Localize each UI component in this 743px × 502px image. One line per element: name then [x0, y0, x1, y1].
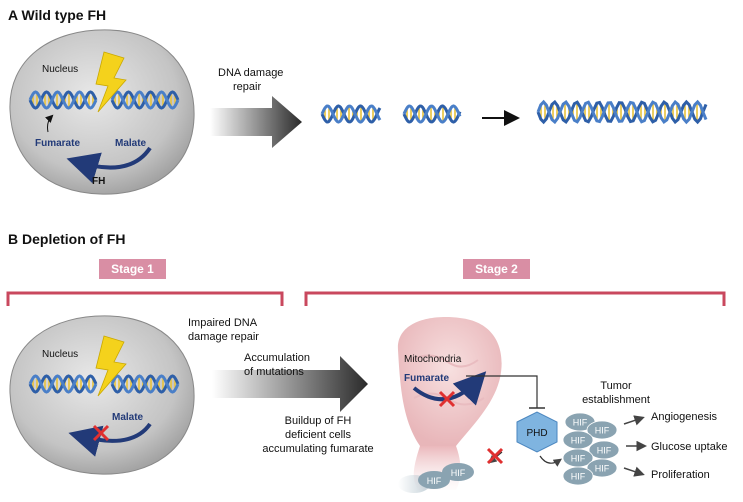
impaired-label-1: Impaired DNA	[188, 317, 258, 329]
repair-label: repair	[233, 81, 261, 93]
hif-molecule: HIF	[586, 458, 618, 478]
inhibition-x-icon	[438, 390, 456, 408]
blocked-fh-arrow-icon	[68, 422, 152, 457]
buildup-label-3: accumulating fumarate	[262, 443, 373, 455]
hif-label: HIF	[595, 426, 610, 436]
hif-label: HIF	[571, 472, 586, 482]
hif-molecule: HIF	[562, 466, 594, 486]
tumor-label-1: Tumor	[600, 380, 632, 392]
stage-2-bracket	[304, 291, 726, 306]
nucleus-b	[9, 315, 195, 475]
dna-repaired-icon	[536, 99, 708, 125]
nucleus-b-label: Nucleus	[42, 349, 78, 360]
accum-label-1: Accumulation	[244, 352, 310, 364]
hif-molecule: HIF	[562, 430, 594, 450]
panel-a-title: A Wild type FH	[8, 7, 106, 23]
nucleus-a-label: Nucleus	[42, 64, 78, 75]
degraded-hif: HIF HIF	[398, 463, 474, 493]
dna-helix-icon	[110, 374, 180, 394]
dna-fragment-icon	[402, 104, 462, 124]
buildup-label-2: deficient cells	[285, 429, 352, 441]
lightning-icon	[95, 335, 127, 397]
outcome-arrow-icon	[623, 415, 645, 426]
hif-label: HIF	[571, 436, 586, 446]
hif-label: HIF	[597, 446, 612, 456]
dna-helix-icon	[28, 90, 98, 110]
lightning-icon	[95, 51, 127, 113]
dna-helix-icon	[110, 90, 180, 110]
big-arrow-b-icon	[212, 356, 368, 412]
fumarate-label-a: Fumarate	[35, 138, 80, 149]
accum-label-2: of mutations	[244, 366, 304, 378]
hif-molecule: HIF	[586, 420, 618, 440]
hif-label: HIF	[571, 454, 586, 464]
inhibition-line	[466, 375, 538, 408]
hif-label: HIF	[427, 476, 442, 486]
hif-label: HIF	[573, 418, 588, 428]
buildup-label-1: Buildup of FH	[285, 415, 352, 427]
mito-fumarate-label: Fumarate	[404, 373, 449, 384]
stage-2-badge	[463, 259, 530, 279]
stage-1-badge	[99, 259, 166, 279]
hif-label: HIF	[451, 468, 466, 478]
stage-2-label: Stage 2	[475, 262, 518, 276]
dna-damage-label: DNA damage	[218, 67, 283, 79]
malate-label-a: Malate	[115, 138, 147, 149]
dna-helix-icon	[28, 374, 98, 394]
outcome-angiogenesis: Angiogenesis	[651, 411, 718, 423]
malate-label-b: Malate	[112, 412, 144, 423]
outcome-arrow-icon	[623, 466, 645, 477]
inhibition-x-icon	[92, 424, 110, 442]
stage-1-label: Stage 1	[111, 262, 154, 276]
phd-label: PHD	[526, 428, 547, 439]
hif-molecule: HIF	[588, 440, 620, 460]
nucleus-a	[9, 29, 195, 195]
hif-label: HIF	[595, 464, 610, 474]
inhibition-x-icon	[486, 447, 504, 465]
tumor-label-2: establishment	[582, 394, 650, 406]
hif-cluster: HIF HIF HIF HIF HIF HIF HIF	[562, 412, 620, 486]
outcome-glucose-uptake: Glucose uptake	[651, 441, 727, 453]
phd-hexagon	[516, 411, 558, 453]
big-arrow-a-icon	[210, 96, 302, 148]
fh-conversion-arrow-icon	[66, 146, 152, 184]
fh-label: FH	[92, 176, 105, 187]
phd-to-hif-arrow-icon	[539, 455, 562, 467]
dna-fragment-icon	[320, 104, 382, 124]
small-arrow-icon	[44, 114, 54, 133]
outcome-proliferation: Proliferation	[651, 469, 710, 481]
panel-b-title: B Depletion of FH	[8, 231, 125, 247]
impaired-label-2: damage repair	[188, 331, 259, 343]
mito-label: Mitochondria	[404, 354, 462, 365]
stage-1-bracket	[6, 291, 284, 306]
